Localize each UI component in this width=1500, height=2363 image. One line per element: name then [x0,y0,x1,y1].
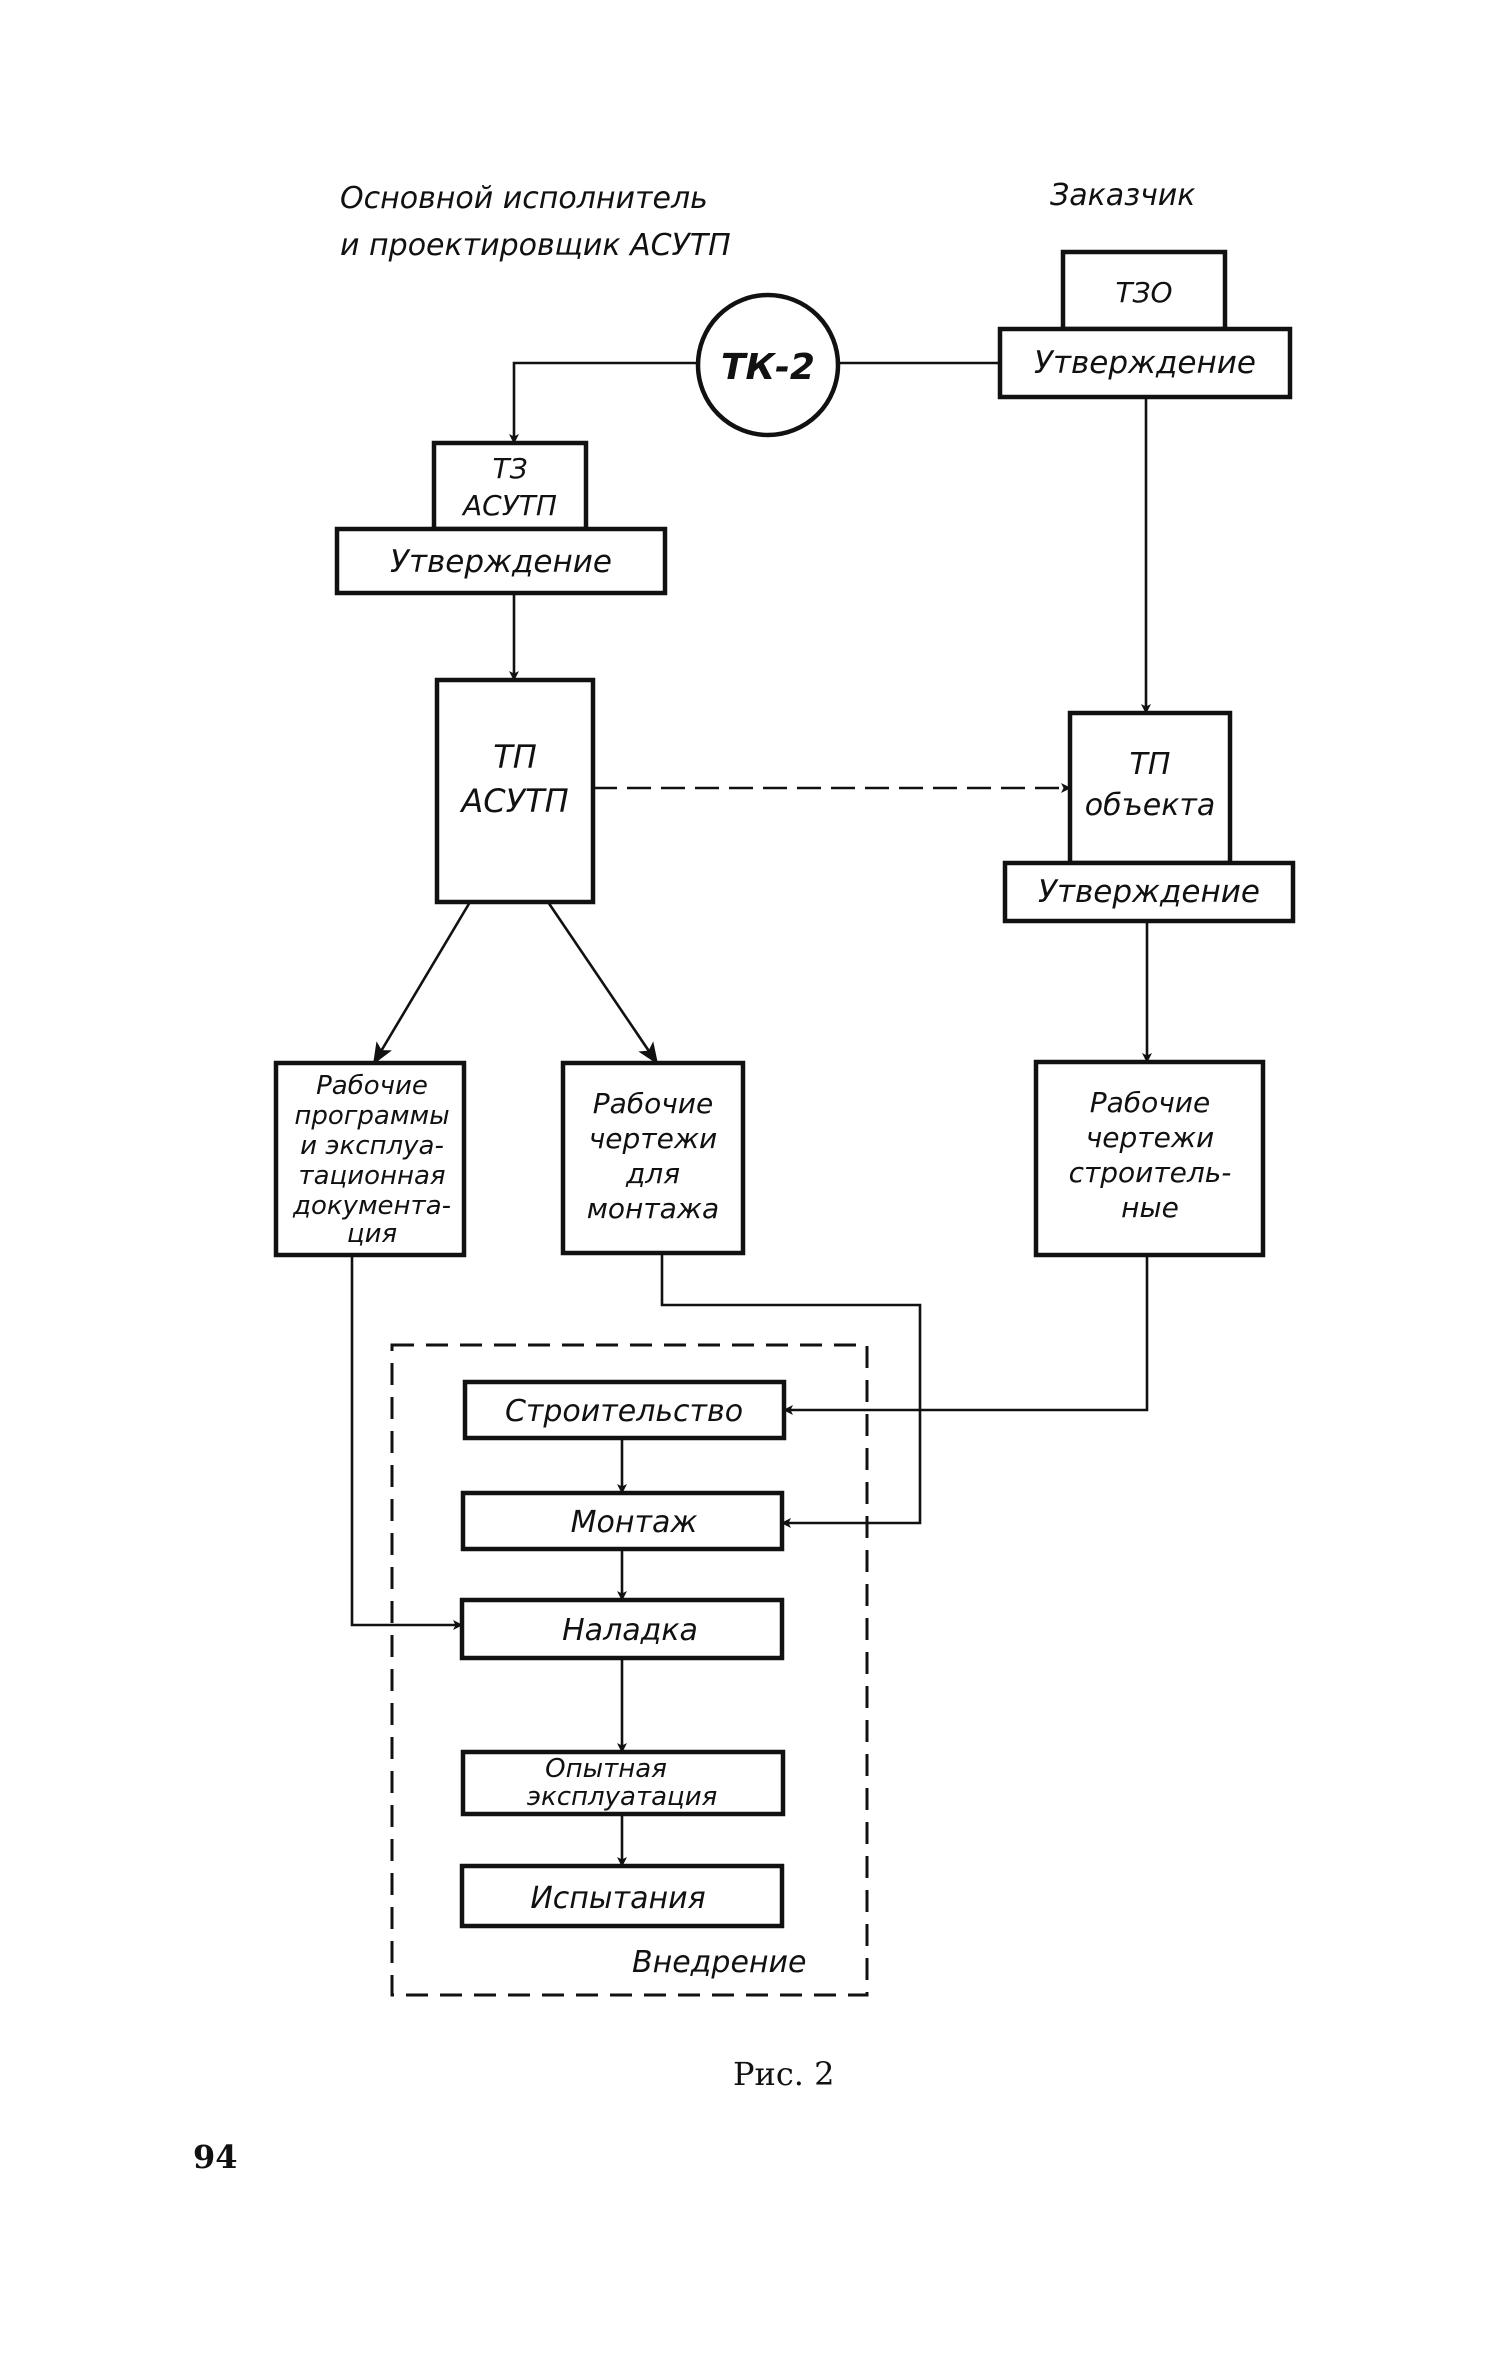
tk2-label: ТК-2 [721,347,815,388]
tp-object-approval-label: Утверждение [1038,874,1260,910]
tz-label-line2: АСУТП [461,489,557,522]
header-customer: Заказчик [1050,178,1195,213]
work-programs-line3: и эксплуа- [300,1131,444,1161]
tp-object-label-line2: объекта [1085,788,1216,823]
tp-asutp-label-line2: АСУТП [459,782,568,820]
implementation-frame [390,1343,869,1997]
build-drawings-line1: Рабочие [1090,1086,1210,1119]
connector-tp-asutp-to-mount-drawings [546,901,659,1065]
tz-block: ТЗ АСУТП Утверждение [334,440,668,596]
stage-adjustment-label: Наладка [562,1613,698,1648]
connector-tp-asutp-to-programs [372,901,472,1065]
stage-trial-operation [460,1749,786,1817]
stage-mounting-label: Монтаж [571,1505,698,1540]
connector-build-drawings-to-construction [783,1255,1149,1415]
build-drawings-line2: чертежи [1086,1121,1215,1154]
work-drawings-mount-block: Рабочие чертежи для монтажа [560,1060,746,1256]
mount-drawings-line2: чертежи [589,1122,718,1155]
mount-drawings-line3: для [625,1157,680,1190]
stage-trial-line2: эксплуатация [527,1782,718,1812]
stage-construction [462,1379,787,1441]
tzo-label: ТЗО [1115,276,1172,309]
tp-object-label-line1: ТП [1130,747,1171,782]
build-drawings-line3: строитель- [1069,1156,1232,1189]
work-programs-block: Рабочие программы и эксплуа- тационная д… [273,1060,467,1258]
mount-drawings-line4: монтажа [587,1192,719,1225]
tp-object-block: ТП объекта Утверждение [1002,710,1296,924]
connector-programs-to-adjustment [350,1255,463,1630]
work-programs-line4: тационная [298,1161,445,1191]
connector-tk2-to-tz [509,361,698,444]
header-executor-line1: Основной исполнитель [340,181,708,216]
tp-asutp-block: ТП АСУТП [434,677,596,905]
tk2-node: ТК-2 [695,292,841,438]
mount-drawings-line1: Рабочие [593,1087,713,1120]
work-programs-line1: Рабочие [316,1071,428,1101]
work-programs-line2: программы [294,1101,449,1131]
tp-asutp-label-line1: ТП [493,738,537,776]
stage-tests [459,1863,785,1929]
tz-approval-label: Утверждение [390,544,612,580]
header-executor-line2: и проектировщик АСУТП [340,228,731,263]
implementation-label: Внедрение [632,1945,806,1980]
work-programs-line6: ция [347,1219,397,1249]
page-number: 94 [193,2138,238,2176]
connector-mount-drawings-to-mounting [660,1253,922,1528]
work-programs-line5: документа- [292,1191,451,1221]
tz-label-line1: ТЗ [492,452,527,485]
tzo-approval-label: Утверждение [1034,345,1256,381]
stage-mounting [460,1490,785,1552]
figure-caption: Рис. 2 [733,2055,834,2093]
work-drawings-build-block: Рабочие чертежи строитель- ные [1033,1059,1266,1258]
tzo-block: ТЗО Утверждение [997,249,1293,400]
build-drawings-line4: ные [1121,1191,1179,1224]
stage-construction-label: Строительство [505,1394,743,1429]
stage-tests-label: Испытания [530,1881,705,1916]
stage-trial-line1: Опытная [545,1754,667,1784]
